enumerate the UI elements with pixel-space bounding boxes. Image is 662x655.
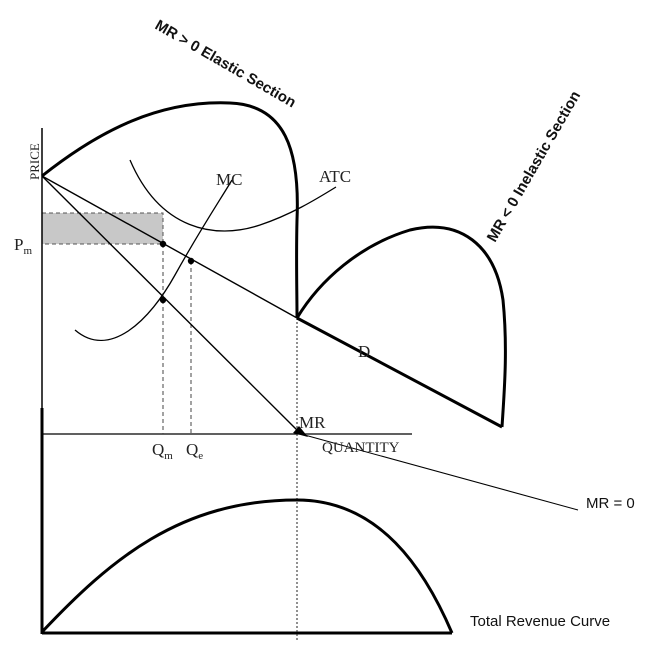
price-axis-label: PRICE (27, 143, 42, 180)
total-revenue-annotation: Total Revenue Curve (470, 613, 610, 630)
inelastic-section-arch (295, 225, 507, 428)
mc-label: MC (216, 170, 242, 189)
mc-demand-intersection-point (187, 257, 195, 265)
qe-marker-main: Q (186, 440, 198, 459)
qm-marker-label: Qm (152, 440, 173, 462)
mr-curve (41, 175, 302, 435)
atc-label: ATC (319, 167, 351, 186)
monopoly-price-point (159, 240, 167, 248)
mc-curve (74, 179, 233, 342)
inelastic-section-label: MR < 0 Inelastic Section (484, 88, 584, 245)
price-marker-sub: m (23, 245, 32, 257)
elastic-section-arch (41, 101, 299, 319)
demand-curve-lower (296, 316, 503, 429)
qm-marker-sub: m (164, 450, 173, 462)
mc-mr-intersection-point (159, 296, 167, 304)
atc-curve (129, 159, 337, 232)
elastic-section-label: MR > 0 Elastic Section (152, 17, 299, 112)
demand-curve-upper (41, 175, 298, 319)
mr-zero-annotation: MR = 0 (586, 495, 635, 512)
qm-marker-main: Q (152, 440, 164, 459)
mr-label: MR (299, 413, 326, 432)
qe-marker-sub: e (198, 450, 203, 462)
profit-area (41, 212, 164, 245)
mr-zero-leader-line (300, 433, 579, 511)
mr-arrowhead (293, 426, 308, 437)
quantity-axis-label: QUANTITY (322, 440, 400, 456)
price-marker-main: P (14, 235, 23, 254)
price-marker-label: Pm (14, 235, 32, 257)
total-revenue-curve (40, 498, 454, 634)
qe-marker-label: Qe (186, 440, 203, 462)
demand-label: D (358, 342, 370, 361)
